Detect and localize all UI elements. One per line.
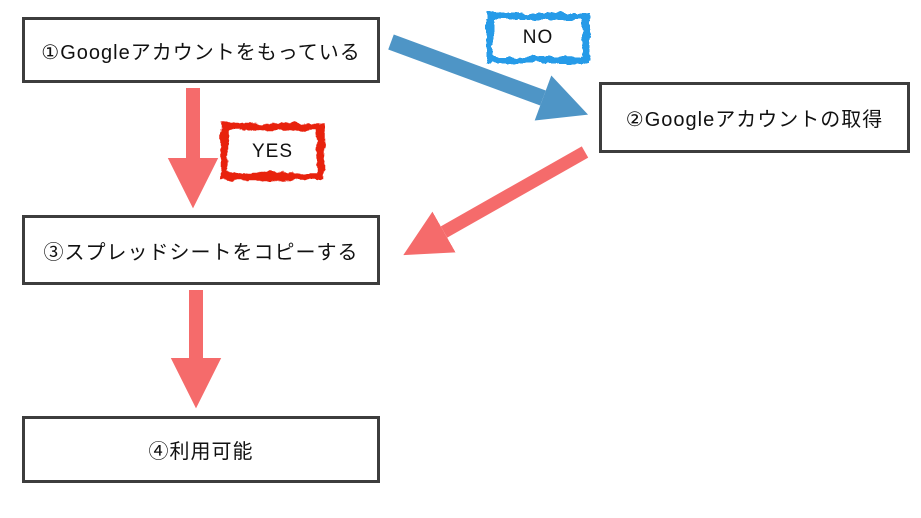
yes-crayon-frame — [220, 122, 325, 181]
arrow-step2-to-step3 — [403, 146, 589, 256]
node-step4: ④利用可能 — [22, 416, 380, 483]
node-step1: ①Googleアカウントをもっている — [22, 17, 380, 83]
arrow-step1-to-step2-no — [388, 34, 589, 121]
node-step4-label: ④利用可能 — [148, 441, 254, 463]
node-step2: ②Googleアカウントの取得 — [599, 82, 910, 153]
no-crayon-frame — [486, 12, 590, 64]
label-yes: YES — [219, 121, 326, 182]
node-step3-label: ③スプレッドシートをコピーする — [43, 241, 359, 264]
label-no-text: NO — [522, 27, 554, 48]
label-yes-text: YES — [251, 140, 294, 162]
node-step3: ③スプレッドシートをコピーする — [22, 215, 380, 285]
label-no: NO — [485, 11, 591, 65]
node-step1-label: ①Googleアカウントをもっている — [41, 41, 361, 64]
node-step2-label: ②Googleアカウントの取得 — [625, 109, 884, 131]
